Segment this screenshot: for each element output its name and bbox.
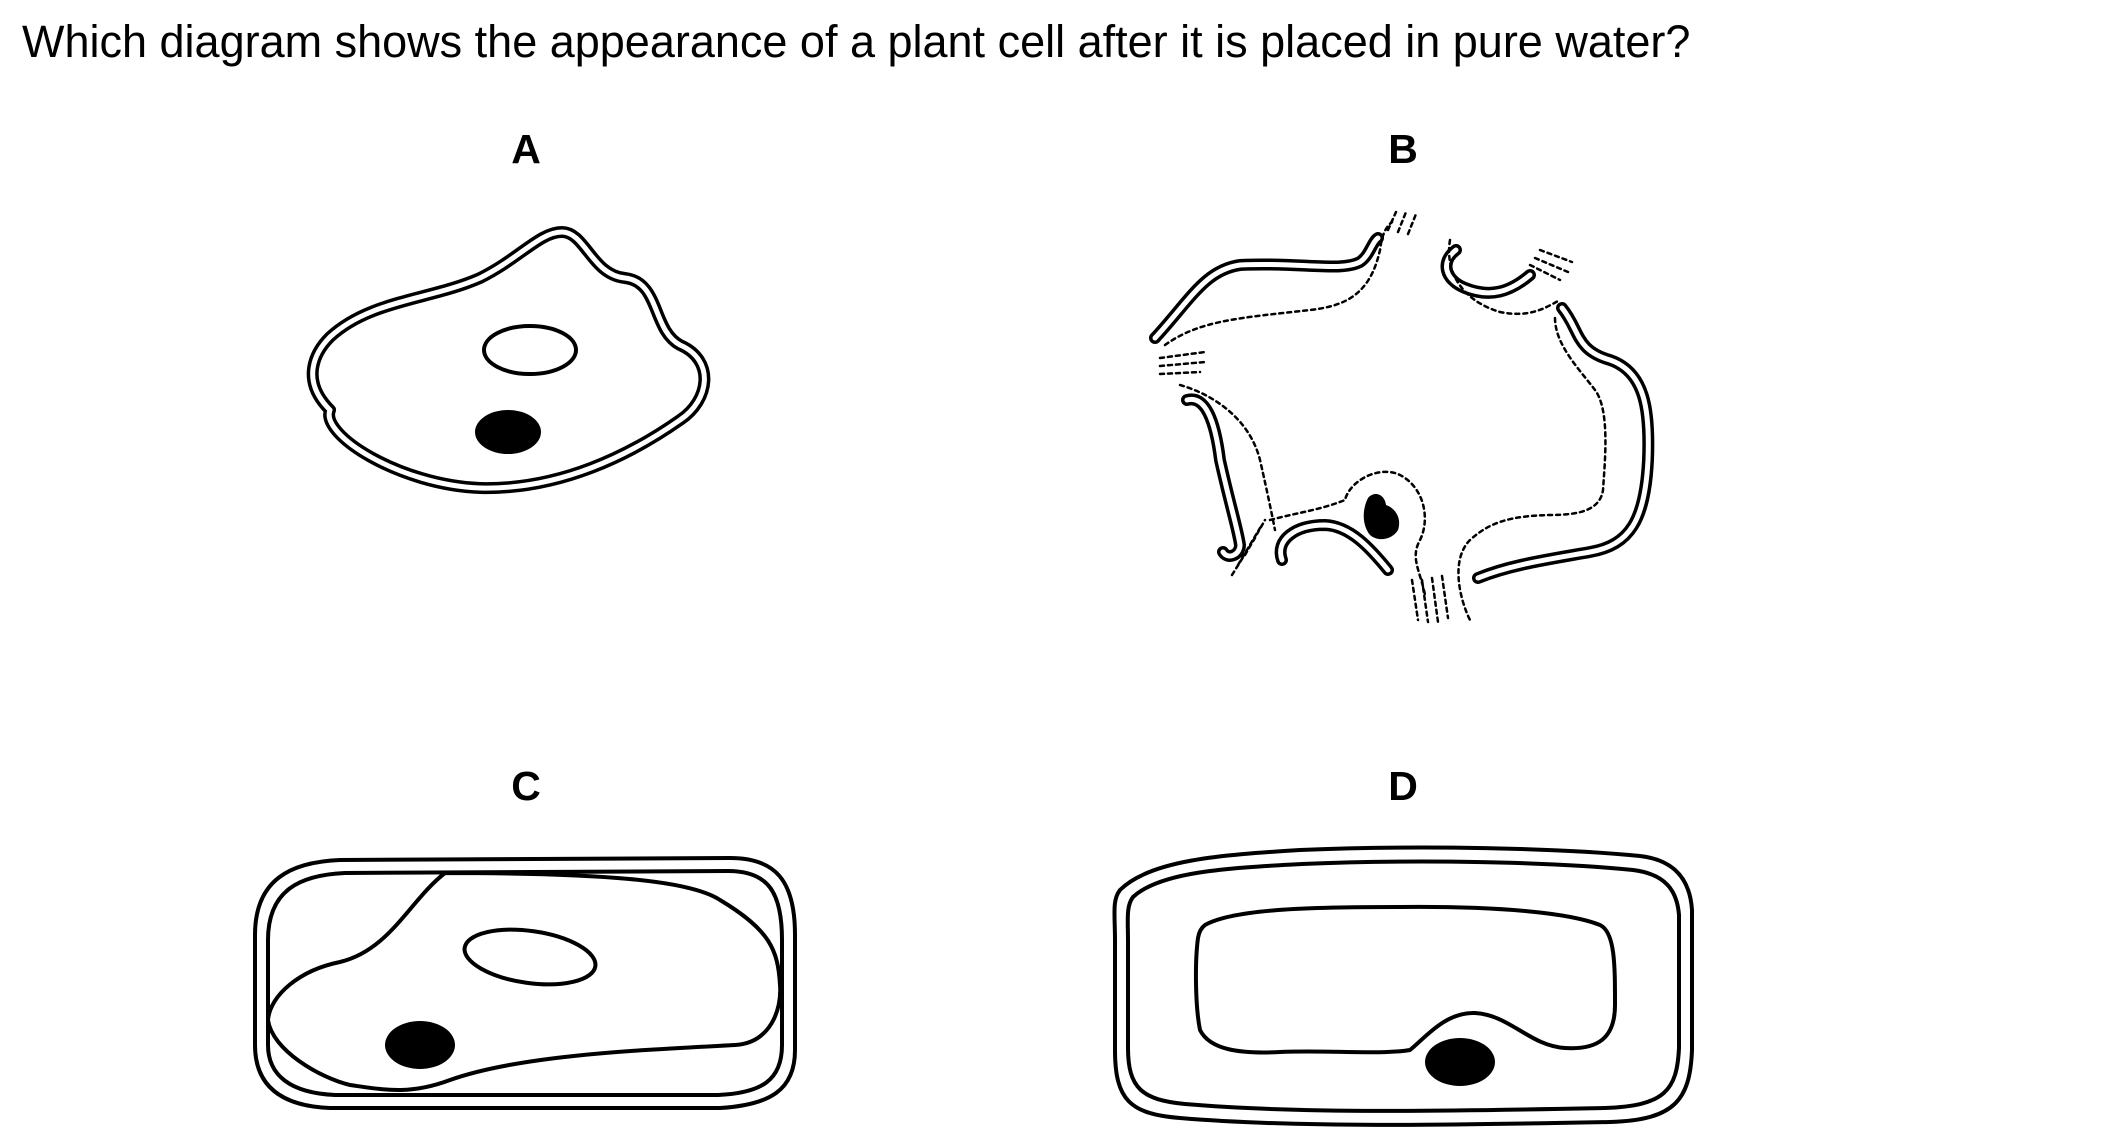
vacuole-c [462,927,598,987]
nucleus-c [385,1021,455,1069]
nucleus-a [475,410,541,454]
cell-b-wall-fragments [1149,232,1655,584]
vacuole-a [482,324,578,376]
diagram-b [1149,210,1655,624]
diagram-d [1112,845,1694,1127]
diagram-c [253,856,797,1110]
cell-d-wall-inner [1125,859,1681,1113]
cell-a-outline-inner [310,229,707,491]
cell-d-wall-outer [1112,845,1694,1127]
option-label-b: B [1388,126,1418,172]
cell-d-membrane [1193,904,1617,1055]
nucleus-b [1363,494,1400,540]
cell-c-wall-outer [253,856,797,1110]
cell-b-dotted-membrane [1158,210,1607,624]
option-label-a: A [511,126,541,172]
question-text: Which diagram shows the appearance of a … [22,16,1691,67]
nucleus-d [1425,1038,1495,1086]
option-label-c: C [511,763,541,809]
diagram-a [306,226,711,495]
cell-c-membrane [266,871,783,1092]
option-label-d: D [1388,763,1418,809]
